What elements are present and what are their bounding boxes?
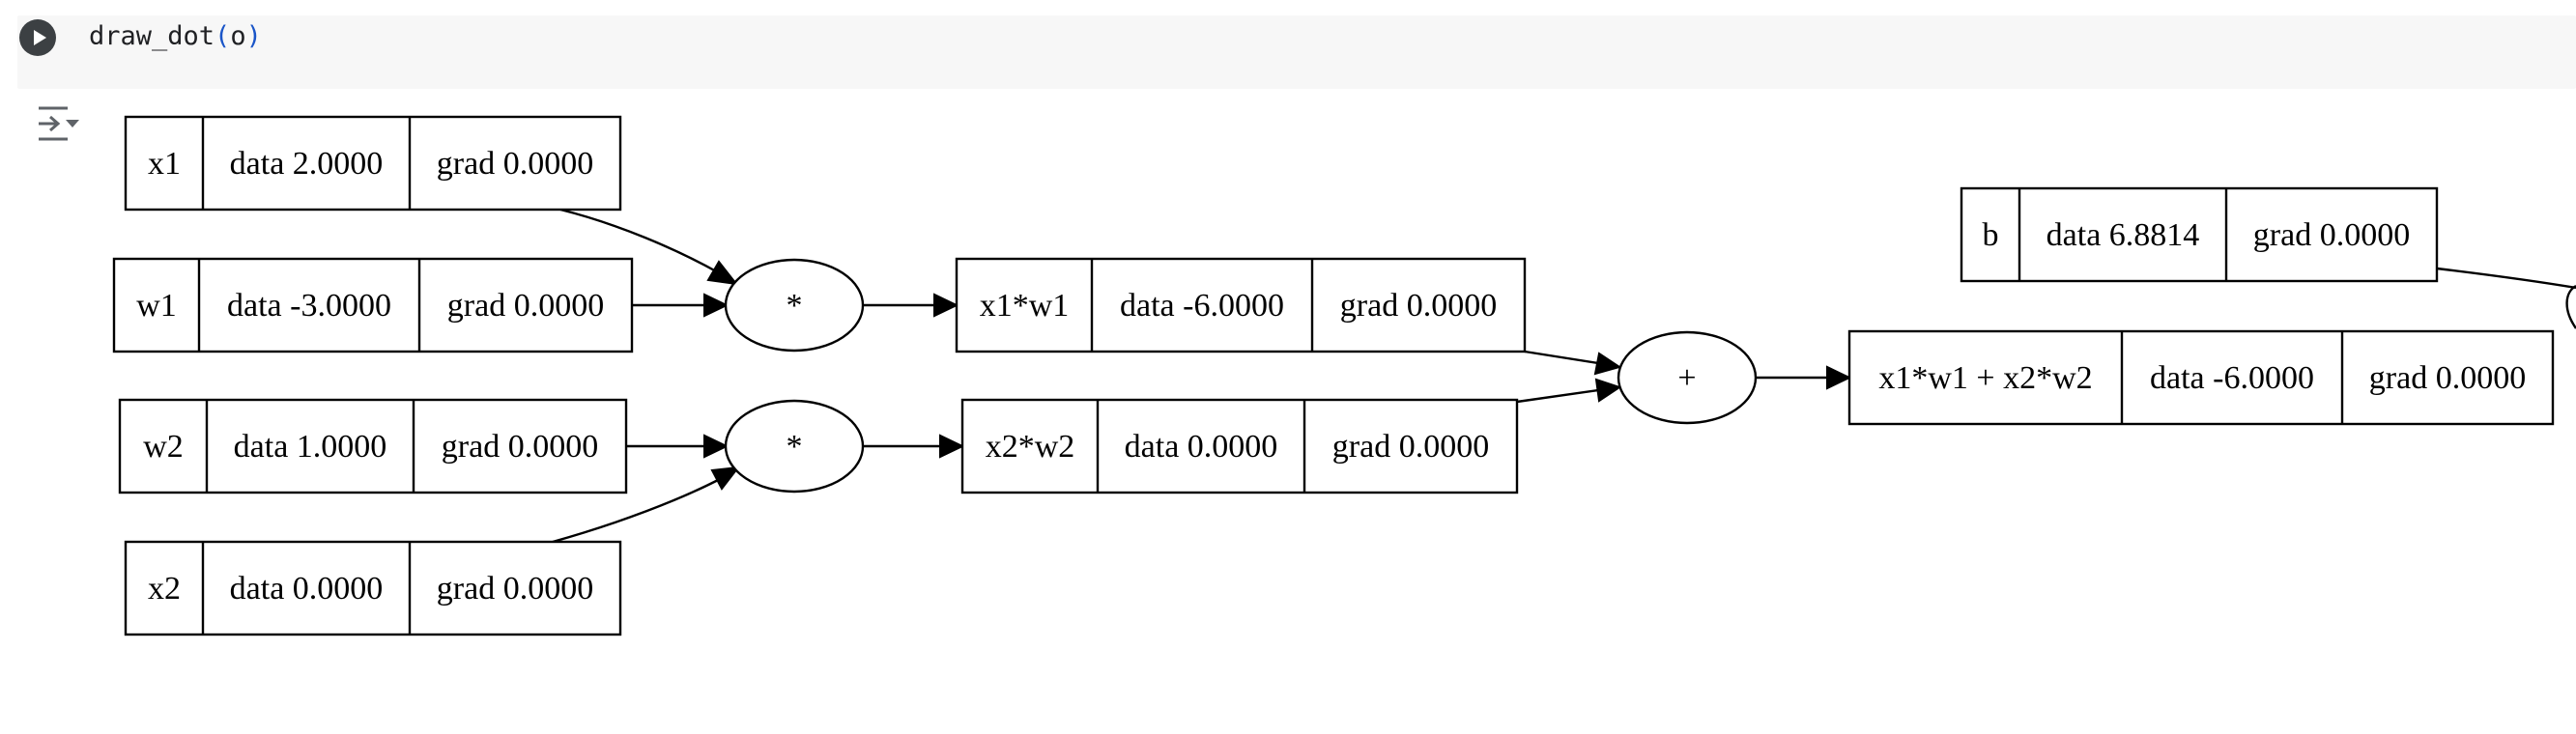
node-w1-box: [112, 257, 634, 353]
node-x2w2-box: [960, 398, 1519, 494]
edge-x1-to-mul1: [559, 208, 719, 274]
node-b-grad: grad 0.0000: [2253, 217, 2410, 253]
node-x1w1-data: data -6.0000: [1120, 288, 1284, 324]
edge-x2w2-to-add-arrowhead: [1594, 378, 1622, 403]
node-x1-data: data 2.0000: [230, 146, 384, 182]
node-b-data: data 6.8814: [2046, 217, 2200, 253]
op-mul-1-symbol: *: [787, 288, 803, 324]
node-x1w1-grad: grad 0.0000: [1340, 288, 1497, 324]
node-x1-label: x1: [148, 146, 181, 182]
op-mul-1-ellipse: [724, 258, 865, 353]
code-close-paren: ): [245, 21, 262, 51]
op-add-ellipse: [1617, 330, 1758, 425]
node-b-label: b: [1983, 217, 1999, 253]
edge-w2-to-mul2-arrowhead: [703, 434, 730, 459]
node-w1-data: data -3.0000: [227, 288, 391, 324]
node-x1: x1 data 2.0000 grad 0.0000: [124, 115, 622, 212]
code-argument: o: [230, 21, 246, 51]
node-w2-box: [118, 398, 628, 494]
edge-x2-to-mul2: [552, 476, 723, 544]
node-w2: w2 data 1.0000 grad 0.0000: [118, 398, 628, 494]
node-x1-box: [124, 115, 622, 212]
node-sum-label: x1*w1 + x2*w2: [1878, 360, 2092, 396]
node-w2-label: w2: [143, 429, 184, 465]
edge-x2-to-mul2-arrowhead: [710, 466, 741, 491]
node-x2w2-data: data 0.0000: [1125, 429, 1278, 465]
node-sum-grad: grad 0.0000: [2369, 360, 2526, 396]
op-mul-1: *: [724, 258, 865, 353]
node-sum-data: data -6.0000: [2150, 360, 2314, 396]
node-w2-grad: grad 0.0000: [442, 429, 598, 465]
edge-w1-to-mul1-arrowhead: [703, 293, 730, 318]
node-w1: w1 data -3.0000 grad 0.0000: [112, 257, 634, 353]
op-add-symbol: +: [1677, 360, 1696, 396]
node-x2-label: x2: [148, 571, 181, 607]
node-b: b data 6.8814 grad 0.0000: [1960, 186, 2439, 283]
node-x2w2-grad: grad 0.0000: [1332, 429, 1489, 465]
op-mul-2-symbol: *: [787, 429, 803, 465]
edge-x1w1-to-add-arrowhead: [1593, 352, 1622, 376]
node-x2-grad: grad 0.0000: [437, 571, 593, 607]
node-x2w2-label: x2*w2: [986, 429, 1075, 465]
code-cell[interactable]: [17, 15, 2576, 89]
node-sum-box: [1847, 329, 2555, 426]
node-x1-grad: grad 0.0000: [437, 146, 593, 182]
edge-b-to-offscreen: [2436, 267, 2576, 290]
edge-add-to-sum-arrowhead: [1826, 365, 1852, 390]
edge-x1w1-to-add: [1524, 350, 1599, 365]
code-editor[interactable]: draw_dot(o): [89, 17, 262, 56]
edge-mul1-to-x1w1-arrowhead: [933, 293, 959, 318]
node-w1-label: w1: [136, 288, 177, 324]
node-x2-data: data 0.0000: [230, 571, 384, 607]
op-add: +: [1617, 330, 1758, 425]
edge-x2w2-to-add: [1516, 388, 1599, 404]
node-x1w1-box: [955, 257, 1527, 353]
edge-sum-to-offscreen: [2565, 284, 2576, 329]
output-collapse-icon[interactable]: [35, 104, 81, 143]
node-w1-grad: grad 0.0000: [447, 288, 604, 324]
op-mul-2-ellipse: [724, 399, 865, 494]
run-cell-button[interactable]: [19, 19, 56, 56]
node-x1w1-label: x1*w1: [980, 288, 1070, 324]
op-mul-2: *: [724, 399, 865, 494]
code-open-paren: (: [215, 21, 231, 51]
node-w2-data: data 1.0000: [234, 429, 387, 465]
node-x2: x2 data 0.0000 grad 0.0000: [124, 540, 622, 636]
code-function: draw_dot: [89, 21, 215, 51]
node-b-box: [1960, 186, 2439, 283]
node-x1w1: x1*w1 data -6.0000 grad 0.0000: [955, 257, 1527, 353]
edge-x1-to-mul1-arrowhead: [706, 260, 739, 286]
edge-mul2-to-x2w2-arrowhead: [939, 434, 965, 459]
node-sum: x1*w1 + x2*w2 data -6.0000 grad 0.0000: [1847, 329, 2555, 426]
node-x2w2: x2*w2 data 0.0000 grad 0.0000: [960, 398, 1519, 494]
node-x2-box: [124, 540, 622, 636]
